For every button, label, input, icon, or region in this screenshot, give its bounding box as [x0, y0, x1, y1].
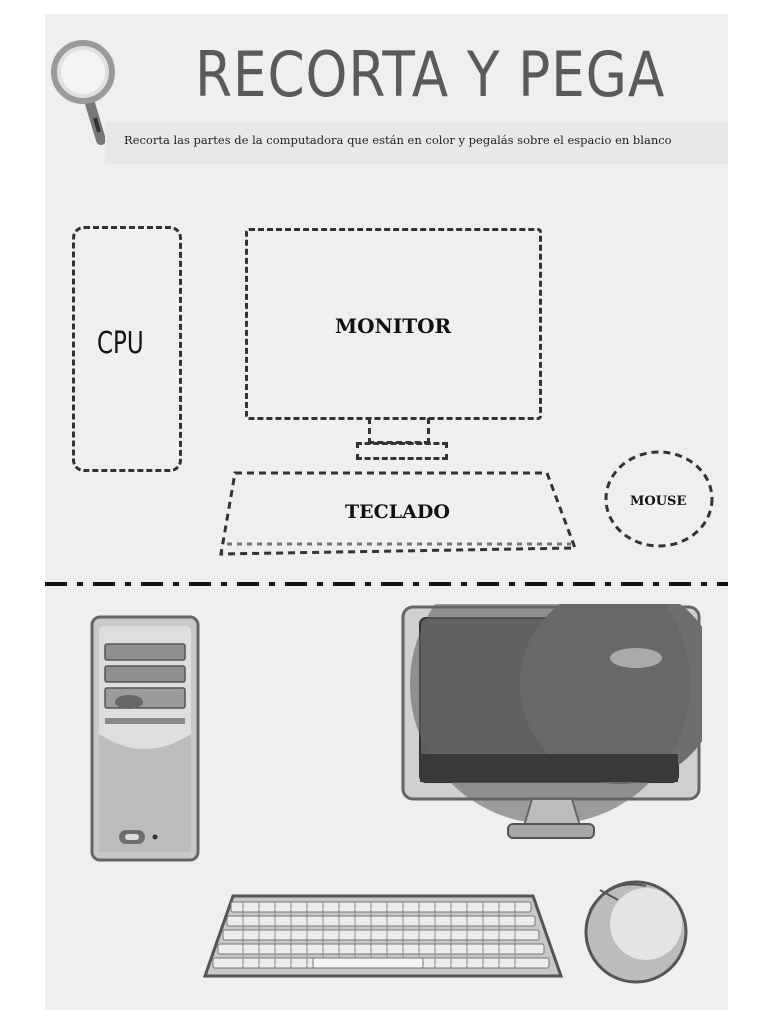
instructions-text: Recorta las partes de la computadora que… [124, 133, 672, 147]
monitor-base-outline [356, 442, 448, 460]
monitor-paste-area [245, 228, 542, 420]
monitor-neck-outline [368, 418, 430, 444]
cpu-label: CPU [97, 326, 144, 361]
keyboard-icon[interactable] [203, 892, 565, 984]
cut-line [45, 582, 728, 586]
worksheet: RECORTA Y PEGA Recorta las partes de la … [45, 14, 728, 1010]
mouse-paste-area [604, 450, 714, 548]
cpu-tower-icon[interactable] [89, 614, 201, 864]
mouse-label: MOUSE [630, 494, 687, 509]
keyboard-label: TECLADO [345, 501, 450, 523]
keyboard-paste-area [219, 471, 578, 556]
mouse-icon[interactable] [580, 876, 696, 988]
cpu-paste-area [72, 226, 182, 472]
monitor-icon[interactable] [400, 604, 702, 844]
page-title: RECORTA Y PEGA [195, 38, 666, 111]
magnifier-icon [51, 40, 115, 145]
monitor-label: MONITOR [335, 314, 452, 338]
subtitle-band [105, 122, 728, 164]
